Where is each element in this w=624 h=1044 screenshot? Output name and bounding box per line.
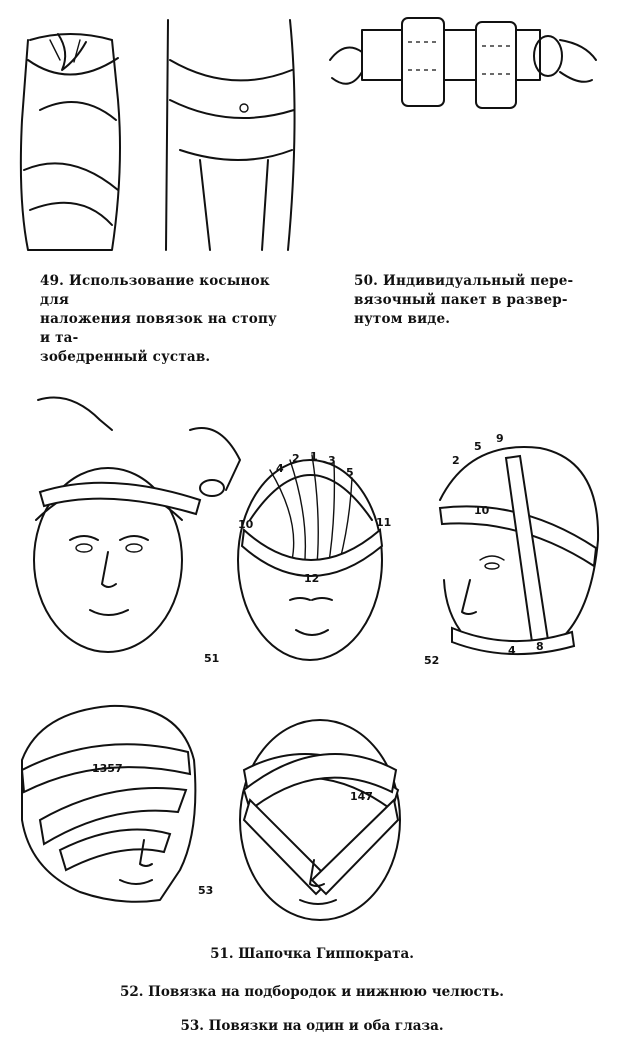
bottom-caption-53: 53. Повязки на один и оба глаза. <box>180 1018 444 1034</box>
figure-label-53: 53 <box>198 884 214 897</box>
f53-left-number: 1357 <box>92 762 123 775</box>
caption-fig50-line-1: вязочный пакет в развер- <box>354 292 568 308</box>
caption-fig49-line-0: Использование косынок для <box>40 273 270 308</box>
f51-back-number-right: 11 <box>376 516 391 529</box>
chin-jaw-bandage-drawing <box>438 446 600 656</box>
bottom-caption-52: 52. Повязка на подбородок и нижнюю челюс… <box>119 984 504 1000</box>
figure-label-51: 51 <box>204 652 220 665</box>
hip-bandage-drawing <box>165 19 296 251</box>
caption-fig50-line-0: Индивидуальный пере- <box>383 273 574 289</box>
head-front-hippocrates-drawing <box>33 396 241 653</box>
bottom-caption-51: 51. Шапочка Гиппократа. <box>210 946 414 962</box>
f52-top-number-0: 2 <box>452 454 460 467</box>
both-eyes-bandage-drawing <box>239 719 401 921</box>
caption-fig49-line-2: зобедренный сустав. <box>40 349 211 365</box>
caption-fig50-line-2: нутом виде. <box>354 311 451 327</box>
one-eye-bandage-drawing <box>20 704 197 903</box>
dressing-packet-drawing <box>329 17 597 109</box>
f52-top-number-1: 5 <box>474 440 482 453</box>
f51-back-top-3: 3 <box>328 454 336 467</box>
f51-back-number-left: 10 <box>238 518 254 531</box>
f51-back-top-2: 1 <box>310 450 318 463</box>
f52-chin-number-1: 8 <box>536 640 544 653</box>
head-back-hippocrates-drawing <box>237 454 384 661</box>
f52-chin-number-0: 4 <box>508 644 516 657</box>
caption-fig49-number: 49. <box>40 273 65 289</box>
f52-top-number-2: 9 <box>496 432 504 445</box>
f51-back-top-4: 5 <box>346 466 354 479</box>
caption-fig50: 50. Индивидуальный пере- вязочный пакет … <box>354 272 604 329</box>
caption-fig49: 49. Использование косынок для наложения … <box>40 272 290 367</box>
f51-back-number-bottom: 12 <box>304 572 319 585</box>
figure-label-52: 52 <box>424 654 440 667</box>
foot-bandage-drawing <box>19 33 121 251</box>
f52-band-number: 10 <box>474 504 490 517</box>
f51-back-top-0: 4 <box>276 462 284 475</box>
caption-fig50-number: 50. <box>354 273 379 289</box>
f51-back-top-1: 2 <box>292 452 300 465</box>
f53-right-number: 147 <box>350 790 373 803</box>
caption-fig49-line-1: наложения повязок на стопу и та- <box>40 311 277 346</box>
